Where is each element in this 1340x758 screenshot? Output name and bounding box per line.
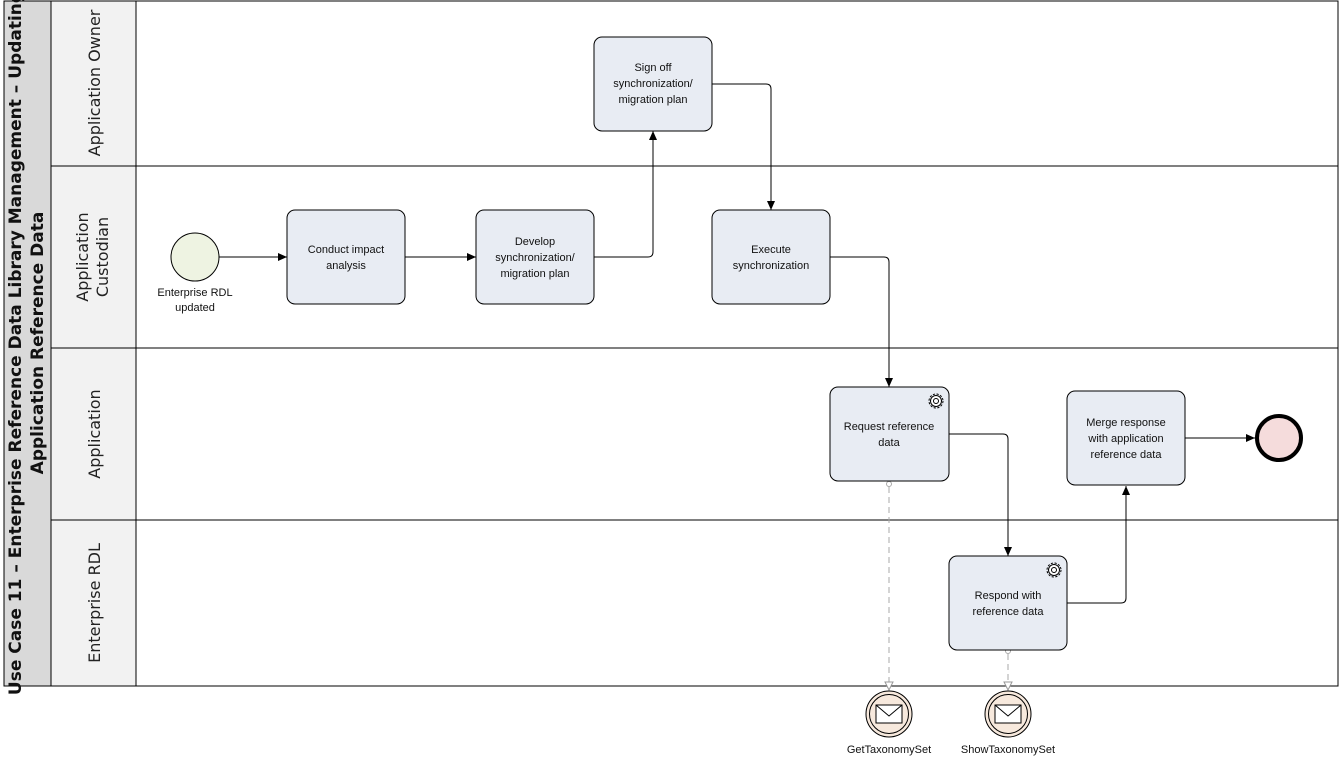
task-sign-off-line-3: migration plan: [618, 94, 687, 106]
pool-title-line-2: Application Reference Data: [28, 212, 48, 475]
task-request-line-1: Request reference: [844, 421, 935, 433]
sequence-flows: [219, 83, 1255, 604]
task-execute-synchronization[interactable]: Execute synchronization: [711, 209, 831, 305]
task-merge-response[interactable]: Merge response with application referenc…: [1066, 390, 1186, 486]
task-conduct-impact-line-1: Conduct impact: [308, 244, 384, 256]
lane-label-application-custodian-2: Custodian: [93, 217, 112, 297]
task-respond-reference-data[interactable]: Respond with reference data: [948, 555, 1068, 651]
task-merge-line-3: reference data: [1091, 449, 1163, 461]
lane-label-application: Application: [85, 389, 104, 478]
task-merge-line-1: Merge response: [1086, 417, 1166, 429]
task-develop-line-3: migration plan: [500, 268, 569, 280]
task-respond-line-2: reference data: [973, 606, 1045, 618]
envelope-icon: [994, 704, 1022, 724]
pool-header: [3, 0, 52, 687]
task-request-line-2: data: [878, 437, 900, 449]
message-label-get-taxonomy: GetTaxonomySet: [847, 744, 931, 756]
pool-title-line-1: Use Case 11 – Enterprise Reference Data …: [6, 0, 26, 695]
flow-respond-to-merge: [1067, 486, 1130, 604]
task-sign-off-line-1: Sign off: [634, 62, 672, 74]
lane-application-custodian: Application Custodian: [50, 165, 1338, 349]
lane-application: Application: [50, 347, 1338, 521]
task-develop-plan[interactable]: Develop synchronization/ migration plan: [475, 209, 595, 305]
message-label-show-taxonomy: ShowTaxonomySet: [961, 744, 1055, 756]
start-event-enterprise-rdl-updated[interactable]: Enterprise RDL updated: [157, 232, 233, 314]
task-conduct-impact-analysis[interactable]: Conduct impact analysis: [286, 209, 406, 305]
task-execute-line-1: Execute: [751, 244, 791, 256]
task-merge-line-2: with application: [1087, 433, 1163, 445]
message-event-show-taxonomy-set[interactable]: ShowTaxonomySet: [961, 690, 1055, 756]
task-request-reference-data[interactable]: Request reference data: [829, 386, 950, 482]
flow-develop-to-signoff: [594, 131, 657, 258]
message-event-get-taxonomy-set[interactable]: GetTaxonomySet: [847, 690, 931, 756]
task-respond-line-1: Respond with: [975, 590, 1042, 602]
flow-execute-to-request: [830, 256, 893, 387]
lane-enterprise-rdl: Enterprise RDL: [50, 519, 137, 687]
gear-icon: [928, 393, 944, 409]
flow-request-to-respond: [949, 433, 1012, 556]
envelope-icon: [875, 704, 903, 724]
flow-signoff-to-execute: [712, 83, 775, 210]
lane-label-enterprise-rdl: Enterprise RDL: [85, 543, 104, 663]
lane-label-application-owner: Application Owner: [85, 9, 104, 156]
task-sign-off-plan[interactable]: Sign off synchronization/ migration plan: [593, 36, 713, 132]
task-develop-line-2: synchronization/: [495, 252, 575, 264]
gear-icon: [1046, 562, 1062, 578]
start-event-label-1: Enterprise RDL: [157, 287, 232, 299]
task-conduct-impact-line-2: analysis: [326, 260, 366, 272]
start-event-label-2: updated: [175, 302, 215, 314]
task-sign-off-line-2: synchronization/: [613, 78, 693, 90]
task-execute-line-2: synchronization: [733, 260, 809, 272]
lane-label-application-custodian-1: Application: [73, 212, 92, 301]
lane-application-owner: Application Owner: [50, 0, 1338, 167]
task-develop-line-1: Develop: [515, 236, 555, 248]
end-event[interactable]: [1255, 414, 1303, 462]
